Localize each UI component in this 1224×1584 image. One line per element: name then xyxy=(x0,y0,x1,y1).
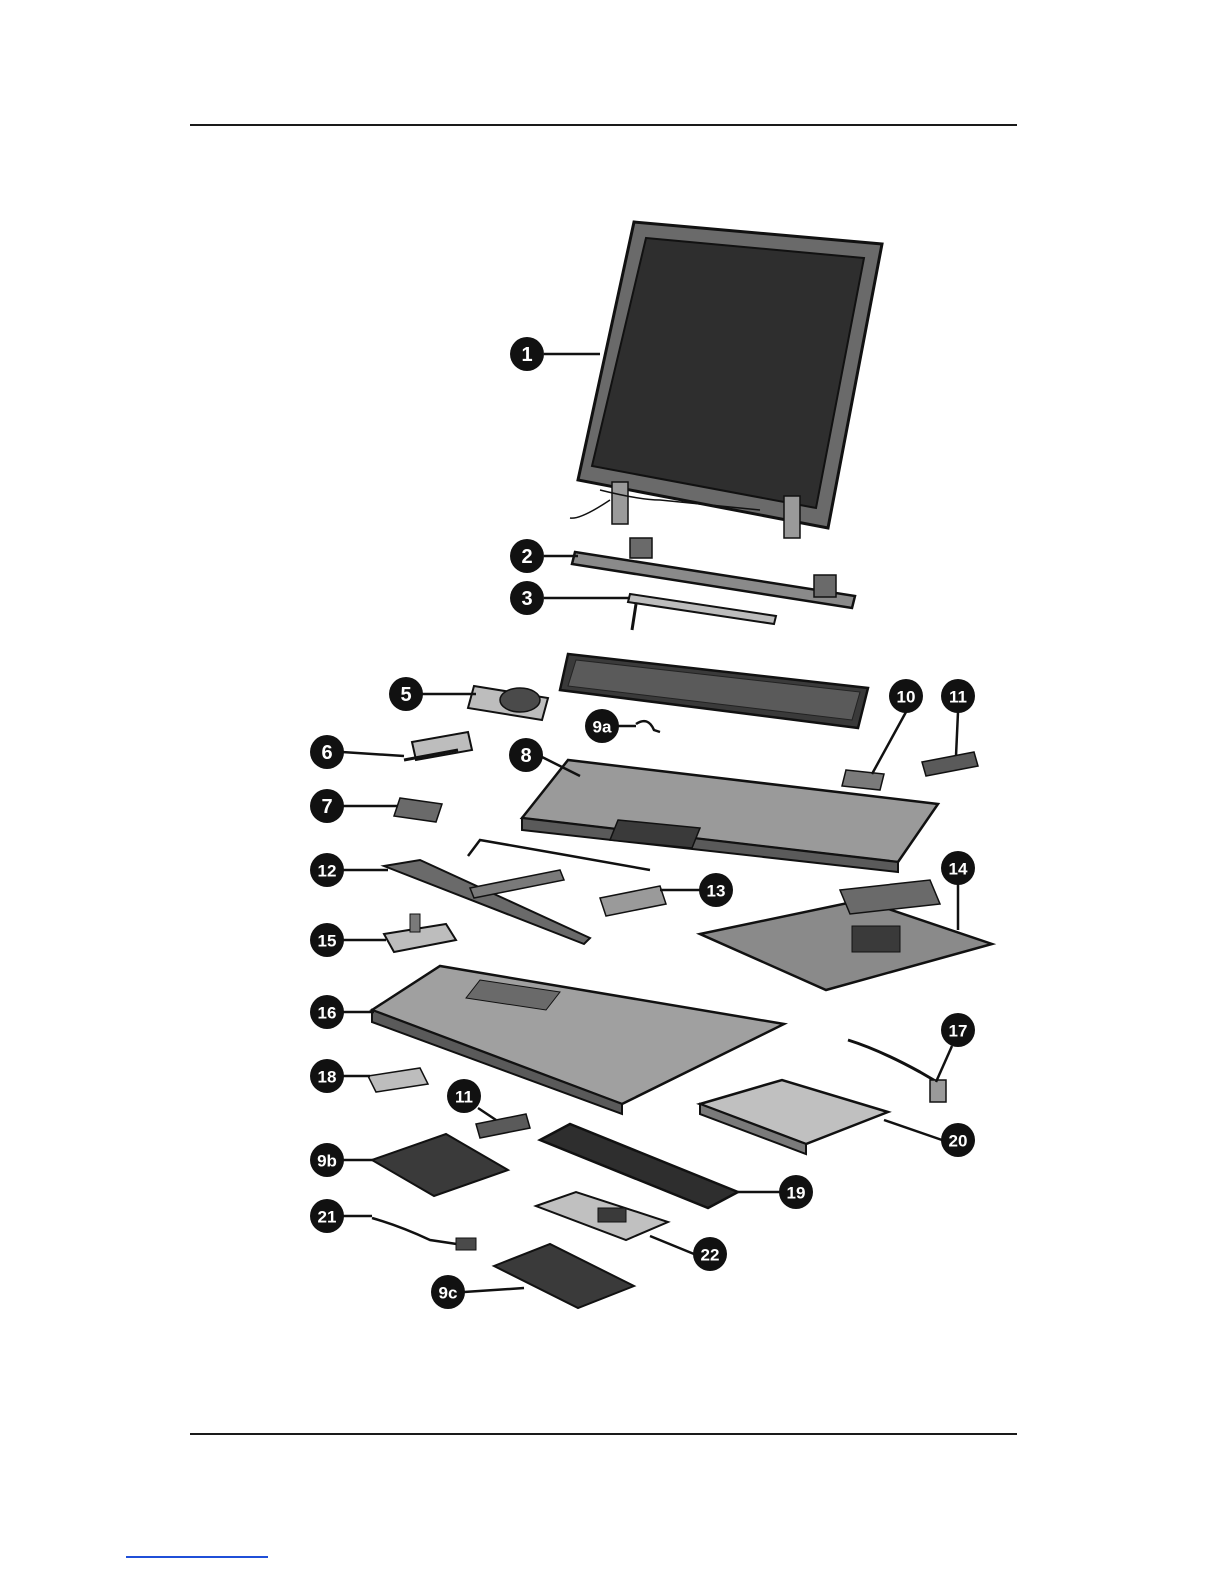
callout-number: 1 xyxy=(521,344,532,366)
callout-16: 16 xyxy=(310,995,344,1029)
callout-9b: 9b xyxy=(310,1143,344,1177)
display-assembly-icon xyxy=(570,222,882,538)
callout-9c: 9c xyxy=(431,1275,465,1309)
callout-17: 17 xyxy=(941,1013,975,1047)
callout-number: 6 xyxy=(321,742,332,764)
callout-number: 11 xyxy=(949,688,967,707)
callout-number: 14 xyxy=(949,860,968,879)
callout-14: 14 xyxy=(941,851,975,885)
hard-drive-cover-icon xyxy=(494,1244,634,1308)
callout-8: 8 xyxy=(509,738,543,772)
callout-21: 21 xyxy=(310,1199,344,1233)
led-board-icon xyxy=(628,594,776,630)
callout-9a: 9a xyxy=(585,709,619,743)
wireless-card-icon xyxy=(368,1068,428,1092)
callout-number: 20 xyxy=(949,1132,968,1151)
callout-18: 18 xyxy=(310,1059,344,1093)
memory-module-icon-2 xyxy=(476,1114,530,1138)
callout-number: 9c xyxy=(439,1284,458,1303)
callout-22: 22 xyxy=(693,1237,727,1271)
callout-number: 10 xyxy=(897,688,916,707)
callout-number: 9a xyxy=(593,718,612,737)
callout-12: 12 xyxy=(310,853,344,887)
memory-chip-icon xyxy=(842,770,884,790)
callout-5: 5 xyxy=(389,677,423,711)
callout-number: 17 xyxy=(949,1022,968,1041)
callout-number: 16 xyxy=(318,1004,337,1023)
callout-number: 9b xyxy=(317,1152,337,1171)
callout-3: 3 xyxy=(510,581,544,615)
callout-13: 13 xyxy=(699,873,733,907)
callout-number: 5 xyxy=(400,684,411,706)
callout-number: 8 xyxy=(520,745,531,767)
callout-15: 15 xyxy=(310,923,344,957)
hard-drive-icon xyxy=(536,1192,668,1240)
callout-number: 18 xyxy=(318,1068,337,1087)
callout-number: 21 xyxy=(318,1208,337,1227)
cable-small-icon xyxy=(636,721,660,732)
callout-10: 10 xyxy=(889,679,923,713)
callout-20: 20 xyxy=(941,1123,975,1157)
callout-number: 13 xyxy=(707,882,726,901)
heat-sink-icon xyxy=(404,732,472,760)
footer-rule xyxy=(190,1433,1017,1435)
callout-7: 7 xyxy=(310,789,344,823)
callout-number: 11 xyxy=(455,1088,473,1107)
callout-6: 6 xyxy=(310,735,344,769)
fan-icon xyxy=(468,686,548,720)
callout-number: 7 xyxy=(321,796,332,818)
memory-cover-icon xyxy=(372,1134,508,1196)
memory-module-icon xyxy=(922,752,978,776)
callout-2: 2 xyxy=(510,539,544,573)
callout-number: 12 xyxy=(318,862,337,881)
system-board-icon xyxy=(700,880,992,990)
modem-card-icon xyxy=(384,914,456,952)
callout-number: 19 xyxy=(787,1184,806,1203)
optical-drive-icon xyxy=(700,1080,888,1154)
callout-11a: 11 xyxy=(941,679,975,713)
callout-number: 15 xyxy=(318,932,337,951)
callout-11b: 11 xyxy=(447,1079,481,1113)
callout-19: 19 xyxy=(779,1175,813,1209)
callout-number: 22 xyxy=(701,1246,720,1265)
power-cable-icon xyxy=(848,1040,946,1102)
footer-link-underline[interactable] xyxy=(126,1556,268,1558)
callout-1: 1 xyxy=(510,337,544,371)
callout-number: 2 xyxy=(521,546,532,568)
base-enclosure-icon xyxy=(372,966,784,1114)
cable-icon xyxy=(372,1218,476,1250)
callout-number: 3 xyxy=(521,588,532,610)
processor-icon xyxy=(394,798,442,822)
